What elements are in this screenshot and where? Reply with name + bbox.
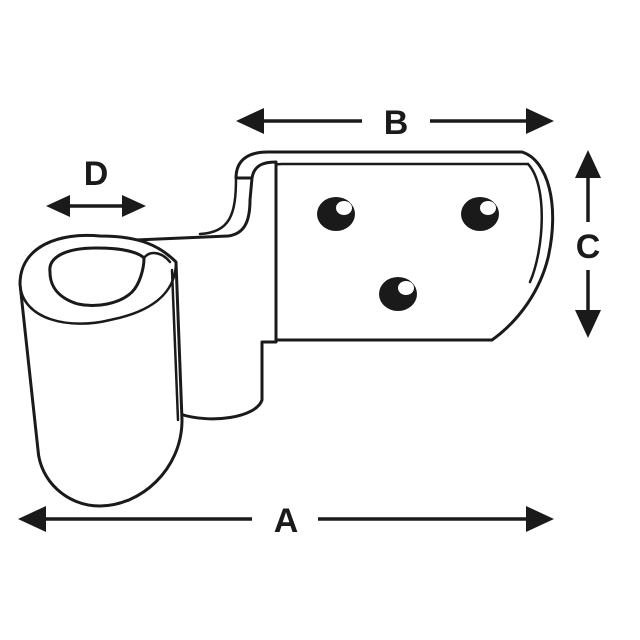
knuckle-opening <box>48 246 146 307</box>
dimension-a-arrow-right <box>526 506 554 532</box>
dimension-c-arrow-top <box>575 150 601 178</box>
dimension-c-arrow-bottom <box>575 310 601 338</box>
neck-bend-line <box>198 176 238 236</box>
screw-holes <box>317 197 499 311</box>
hinge-knuckle <box>18 233 184 508</box>
knuckle-inner-curl <box>142 251 172 264</box>
screw-hole-top-right <box>461 197 499 231</box>
dimension-d: D <box>46 155 146 217</box>
screw-hole-bottom <box>379 277 417 311</box>
leaf-plate-curve <box>526 162 543 284</box>
hinge-leaf <box>234 150 555 342</box>
dimension-d-arrow-right <box>122 195 146 217</box>
dimension-d-arrow-left <box>46 195 70 217</box>
hinge-neck <box>88 160 278 421</box>
knuckle-top-rim <box>18 260 178 325</box>
dimension-c-label: C <box>576 228 601 266</box>
dimension-b-arrow-right <box>526 108 554 134</box>
dimension-a-label: A <box>274 502 299 540</box>
dimension-b-label: B <box>384 104 409 142</box>
screw-hole-top-left <box>317 197 355 231</box>
dimension-b-arrow-left <box>236 108 264 134</box>
dimension-c: C <box>575 150 601 338</box>
dimension-b: B <box>236 104 554 142</box>
dimension-a-arrow-left <box>18 506 46 532</box>
dimension-a: A <box>18 502 554 540</box>
leaf-plate-outline <box>234 150 555 342</box>
dimension-d-label: D <box>84 155 109 193</box>
knuckle-side-line <box>170 268 180 422</box>
neck-outline <box>88 160 278 421</box>
knuckle-body <box>18 233 184 508</box>
